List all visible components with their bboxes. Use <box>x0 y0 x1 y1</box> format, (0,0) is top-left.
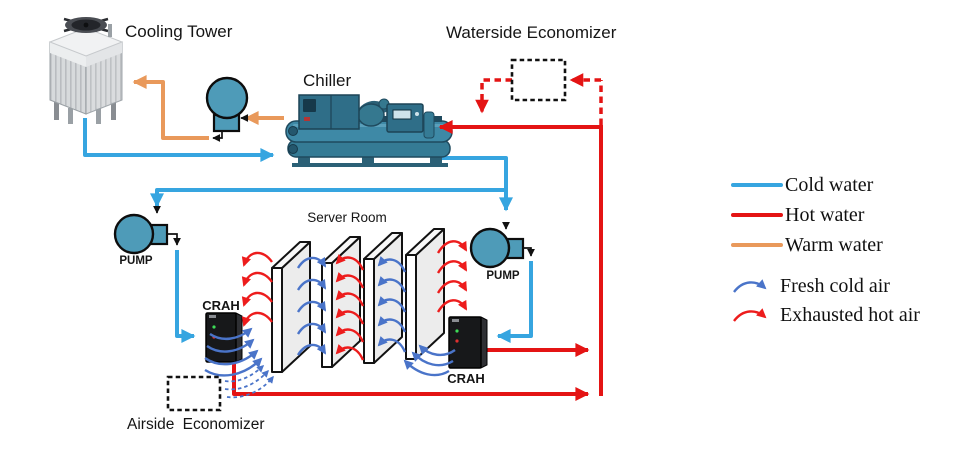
crah-led-green <box>212 325 216 329</box>
legend-row-hot-water: Hot water <box>731 200 971 230</box>
chiller-display <box>392 109 412 120</box>
tower-rim-left <box>50 42 86 67</box>
hot-air-arrows-right-of-rack4 <box>436 240 468 313</box>
chiller-foot <box>298 157 310 166</box>
server-rack-4 <box>405 228 445 360</box>
fresh-cold-air-arrow-swatch <box>733 278 767 293</box>
crah-left-label: CRAH <box>202 298 240 313</box>
hot-water-dashed-out-of-economizer <box>475 78 512 114</box>
cold-air-arrows-left-crah-to-rack1 <box>204 327 263 377</box>
warm-water-pipe-pump-to-tower <box>132 75 209 140</box>
cold-water-pipe-left-pump-to-crah <box>175 250 196 343</box>
cold-water-line-swatch <box>731 183 783 187</box>
legend-label: Exhausted hot air <box>780 304 920 326</box>
connector-left-pump-out <box>167 233 181 246</box>
cold-water-pipe-branch-to-left-pump <box>150 188 506 208</box>
cooling-tower-label: Cooling Tower <box>125 22 233 41</box>
crah-led-red <box>455 339 459 343</box>
cold-water-pipe-tower-to-chiller <box>83 118 275 162</box>
legend-row-fresh-cold-air: Fresh cold air <box>731 272 971 301</box>
waterside-economizer-box <box>510 58 567 102</box>
pump-right-label: PUMP <box>486 270 520 282</box>
legend-row-warm-water: Warm water <box>731 230 971 260</box>
chiller-fan-grille-icon <box>303 99 316 112</box>
cold-water-pipe-chiller-to-right-pump <box>437 156 513 212</box>
legend-row-exhausted-hot-air: Exhausted hot air <box>731 301 971 330</box>
chiller-knob <box>415 112 419 116</box>
cooling-tower <box>48 17 124 124</box>
chiller-nozzle <box>288 126 298 136</box>
pump-right <box>469 227 525 269</box>
chiller-foot <box>430 157 442 166</box>
hot-air-arrows-aisle-2-3 <box>335 254 365 361</box>
crah-right-label: CRAH <box>447 371 485 386</box>
crah-right-unit <box>448 316 488 369</box>
pump-left <box>113 213 169 255</box>
hot-water-line-swatch <box>731 213 783 217</box>
server-rack-3 <box>363 232 403 364</box>
crah-brand-mark <box>452 319 459 322</box>
waterside-economizer-label: Waterside Economizer <box>446 23 617 42</box>
connector-top-pump-out <box>212 131 223 142</box>
chiller-foot <box>362 157 374 166</box>
pump-left-label: PUMP <box>119 255 153 267</box>
tower-rim-right <box>86 42 122 67</box>
airside-economizer-label: Airside Economizer <box>127 416 265 433</box>
cold-air-arrows-aisle-1-2 <box>296 256 327 356</box>
tower-leg <box>54 102 59 120</box>
server-rack-2 <box>321 236 361 368</box>
legend-label: Warm water <box>785 233 883 256</box>
crah-brand-mark <box>209 315 216 318</box>
connector-right-pump-out <box>523 247 535 257</box>
chiller-label: Chiller <box>303 71 352 90</box>
legend-label: Cold water <box>785 173 874 196</box>
crah-led-green <box>455 329 459 333</box>
warm-water-line-swatch <box>731 243 783 247</box>
exhausted-hot-air-arrow-swatch <box>733 307 767 322</box>
cold-air-arrows-airside-economizer <box>224 365 274 399</box>
pump-top <box>205 76 249 133</box>
chiller-warning-mark <box>304 117 310 121</box>
legend: Cold water Hot water Warm water Fresh co… <box>731 170 971 330</box>
legend-label: Hot water <box>785 203 865 226</box>
tower-leg <box>96 108 101 124</box>
tower-leg <box>111 102 116 120</box>
hot-water-pipe-left-crah <box>232 360 590 401</box>
legend-label: Fresh cold air <box>780 275 890 297</box>
server-room-label: Server Room <box>307 210 387 225</box>
cold-water-pipe-right-pump-to-crah <box>496 261 533 343</box>
tower-leg <box>68 108 73 124</box>
tower-fan-hub <box>83 22 89 28</box>
cold-air-arrows-aisle-3-4 <box>377 256 407 353</box>
cold-air-arrows-right-crah-to-rack4 <box>403 344 456 377</box>
chiller <box>285 94 453 167</box>
airside-economizer-box <box>166 375 222 412</box>
tower-stack <box>108 24 112 37</box>
chiller-pipe-right <box>423 111 435 139</box>
hot-air-arrows-left-of-rack1 <box>241 251 273 327</box>
legend-row-cold-water: Cold water <box>731 170 971 200</box>
tower-top-face <box>48 27 124 57</box>
chiller-nozzle <box>288 144 298 154</box>
